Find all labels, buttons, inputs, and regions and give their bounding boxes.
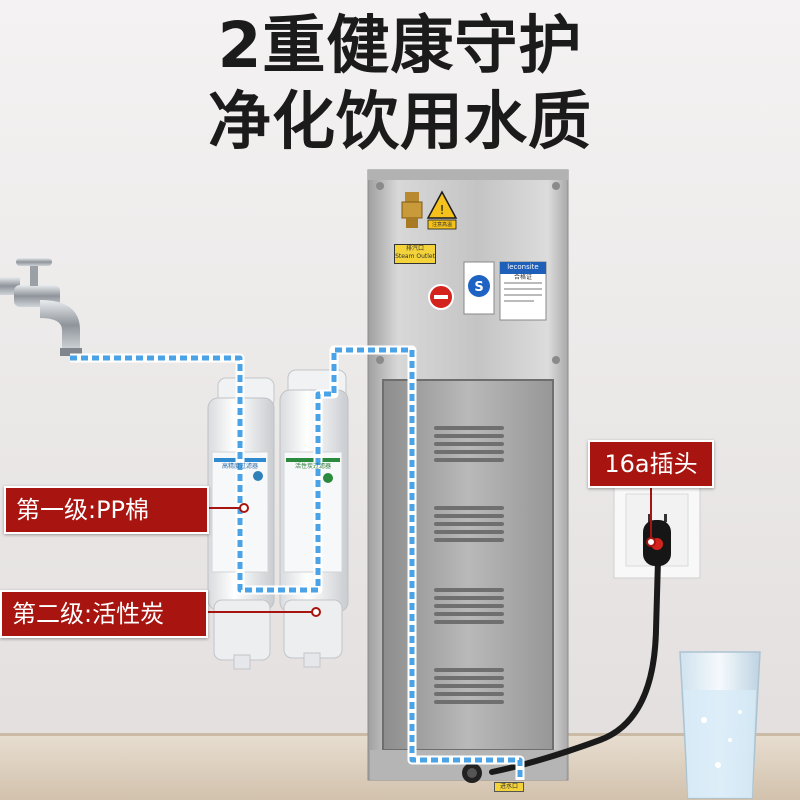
headline: 2重健康守护 净化饮用水质 (0, 8, 800, 160)
svg-text:S: S (474, 280, 483, 295)
vent-slot (434, 506, 504, 510)
vent-slot (434, 692, 504, 696)
certificate-label: 合格证 (513, 274, 532, 281)
steam-outlet-label: 排汽口 Steam Outlet (394, 244, 436, 264)
vent-slot (434, 434, 504, 438)
callout-stage-1-pp-cotton: 第一级:PP棉 (4, 486, 209, 534)
vent-slot (434, 450, 504, 454)
vent-slot (434, 700, 504, 704)
vent-slot (434, 442, 504, 446)
water-inlet-label: 进水口 (494, 782, 524, 792)
vent-slot (434, 620, 504, 624)
vent-slot (434, 426, 504, 430)
callout-16a-plug: 16a插头 (588, 440, 714, 488)
vent-slot (434, 676, 504, 680)
vent-slot (434, 458, 504, 462)
water-glass (679, 651, 761, 799)
vent-slots (434, 426, 504, 704)
filter-1-label: 高精度过滤器 (221, 463, 258, 470)
vent-slot (434, 530, 504, 534)
vent-slot (434, 612, 504, 616)
svg-text:!: ! (440, 203, 445, 217)
faucet (0, 258, 82, 356)
red-power-sticker (428, 284, 454, 310)
vent-slot (434, 684, 504, 688)
headline-line-2: 净化饮用水质 (208, 85, 592, 158)
steam-outlet-fitting (401, 192, 423, 228)
qs-certification-badge: S (463, 261, 495, 315)
callout-pointers (208, 486, 656, 617)
steam-outlet-label-en: Steam Outlet (395, 253, 435, 260)
vent-slot (434, 514, 504, 518)
vent-slot (434, 588, 504, 592)
steam-outlet-label-cn: 排汽口 (405, 245, 424, 252)
vent-slot (434, 604, 504, 608)
spec-plate (499, 261, 547, 321)
hot-warning-icon: ! (426, 190, 458, 230)
callout-stage-2-activated-carbon: 第二级:活性炭 (0, 590, 208, 638)
water-lines (70, 345, 525, 780)
vent-slot (434, 538, 504, 542)
headline-line-1: 2重健康守护 (217, 9, 583, 82)
hot-warning-label: 注意高温 (431, 222, 452, 228)
vent-slot (434, 596, 504, 600)
filter-2-label: 活性炭过滤器 (294, 463, 331, 470)
vent-slot (434, 668, 504, 672)
vent-slot (434, 522, 504, 526)
brand-label: leconsite (507, 263, 539, 271)
